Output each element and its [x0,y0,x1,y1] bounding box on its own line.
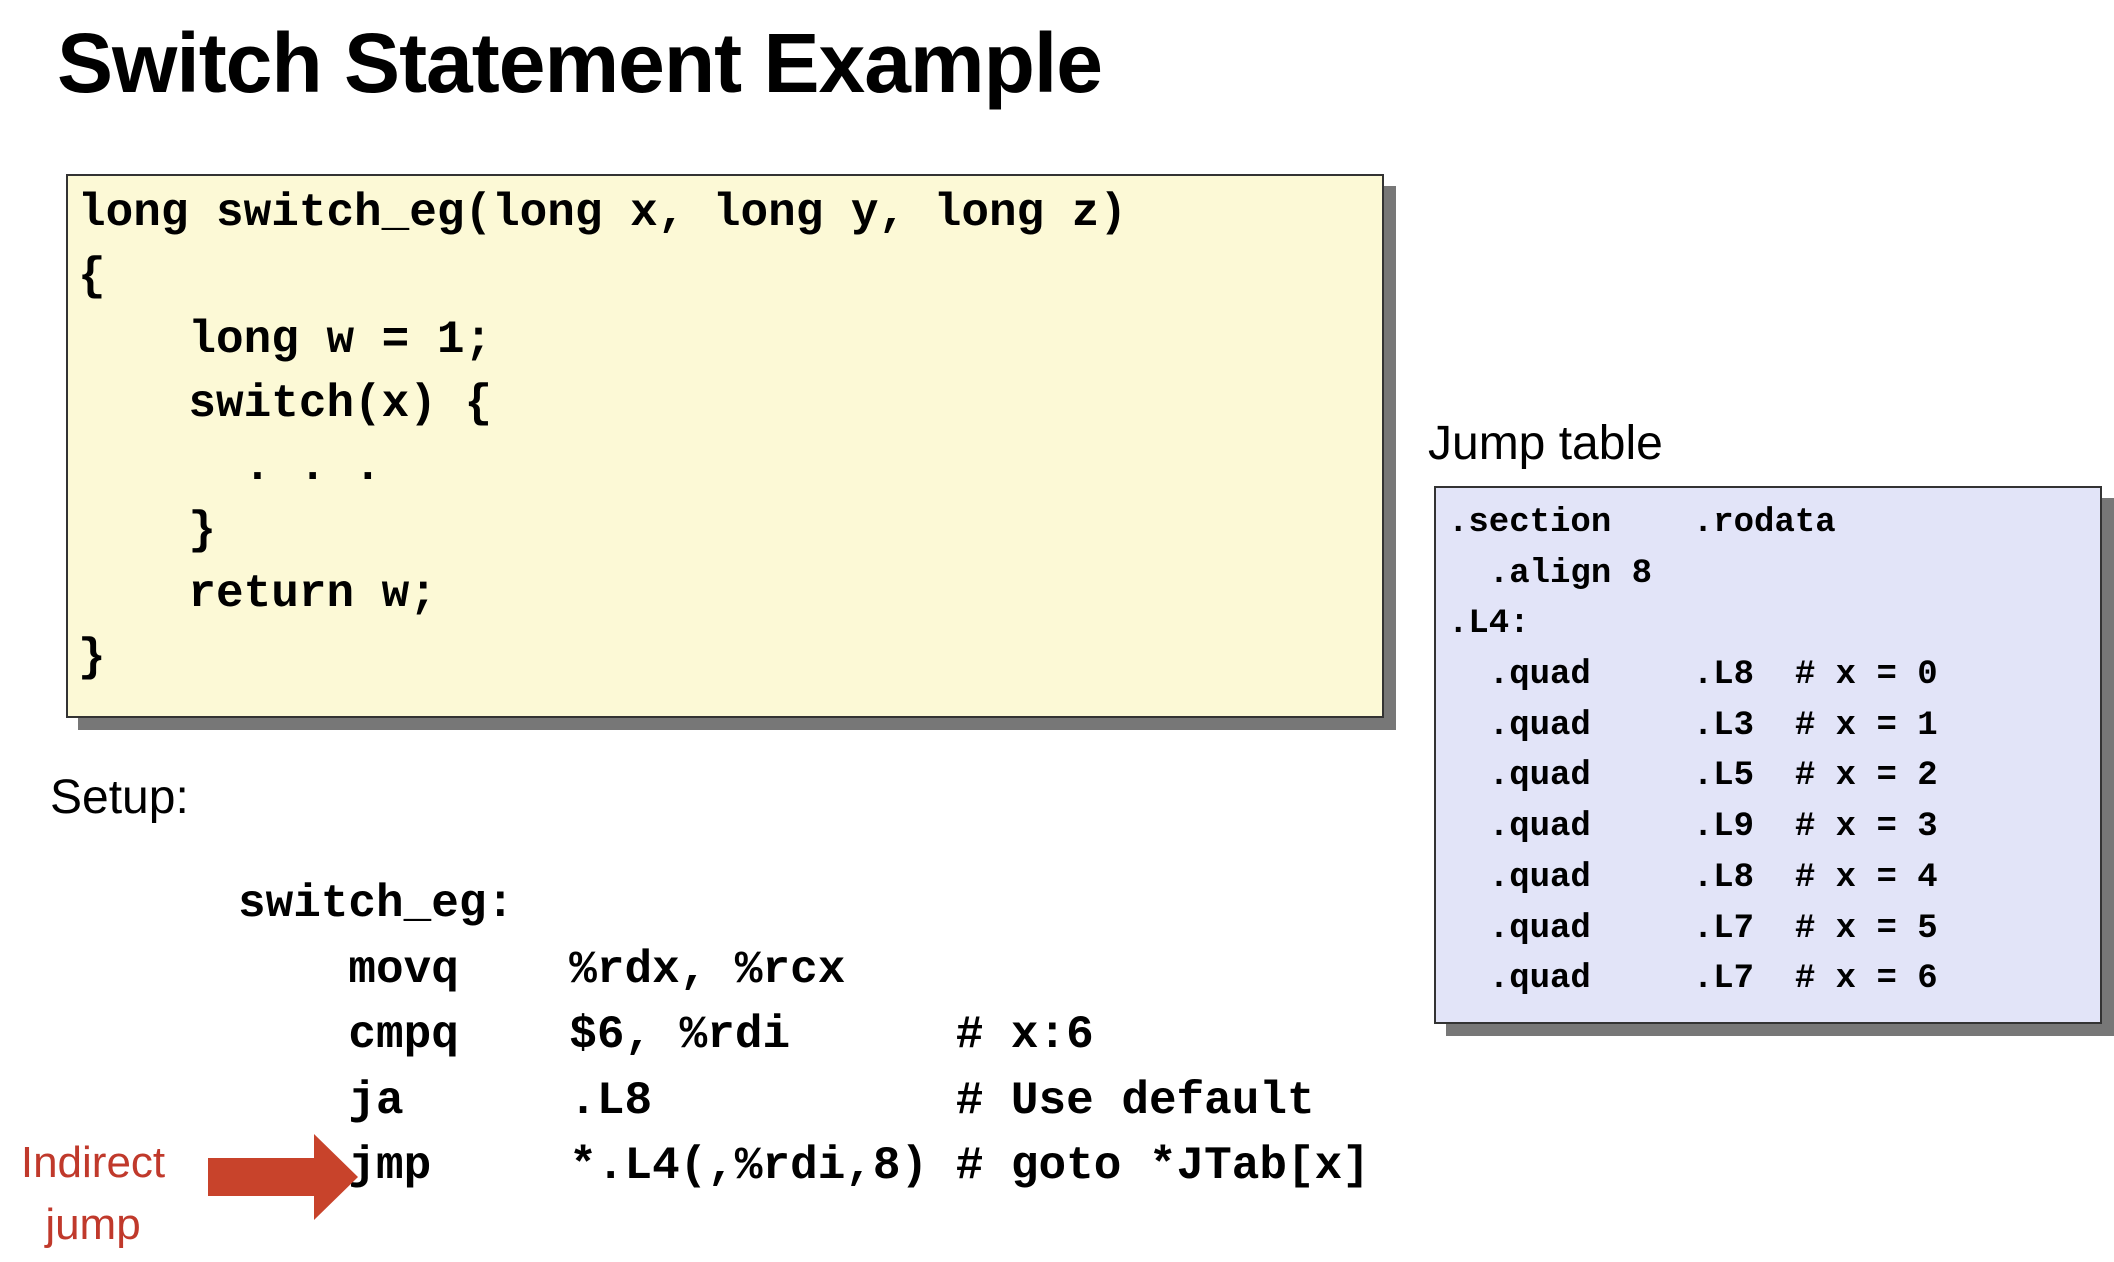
assembly-line: jmp *.L4(,%rdi,8) # goto *JTab[x] [238,1140,1370,1192]
jump-table-line: .quad .L9 # x = 3 [1448,808,1938,847]
assembly-line: ja .L8 # Use default [238,1074,1315,1127]
jump-table-line: .quad .L3 # x = 1 [1448,706,1938,745]
assembly-line: movq %rdx, %rcx [238,943,846,996]
c-code-line: return w; [78,568,437,620]
jump-table-line: .quad .L7 # x = 6 [1448,960,1938,999]
jump-table-line: .quad .L7 # x = 5 [1448,909,1938,948]
assembly-line: switch_eg: [238,878,515,930]
c-code-line: long switch_eg(long x, long y, long z) [78,187,1127,239]
assembly-line: cmpq $6, %rdi # x:6 [238,1009,1094,1061]
c-code-line: . . . [78,441,382,493]
arrow-shape [208,1134,358,1220]
jump-table-line: .quad .L8 # x = 4 [1448,858,1938,897]
c-code-line: { [78,250,106,303]
jump-table-line: .quad .L5 # x = 2 [1448,757,1938,796]
c-code-line: } [78,504,217,557]
indirect-jump-label: Indirect jump [20,1138,166,1249]
jump-table-box: .section .rodata .align 8 .L4: .quad .L8… [1434,486,2102,1024]
setup-assembly: switch_eg: movq %rdx, %rcx cmpq $6, %rdi… [238,872,1370,1200]
right-arrow-icon [208,1134,358,1220]
setup-label: Setup: [50,771,189,824]
c-code-line: long w = 1; [78,314,493,366]
jump-table-line: .align 8 [1448,554,1653,593]
slide-title: Switch Statement Example [57,16,1103,110]
c-code-line: switch(x) { [78,377,493,430]
jump-table-line: .section .rodata [1448,504,1836,542]
jump-table-line: .L4: [1448,605,1530,644]
c-code-line: } [78,631,106,684]
c-code-box: long switch_eg(long x, long y, long z) {… [66,174,1384,718]
jump-table-label: Jump table [1428,417,1663,470]
jump-table-line: .quad .L8 # x = 0 [1448,656,1938,695]
